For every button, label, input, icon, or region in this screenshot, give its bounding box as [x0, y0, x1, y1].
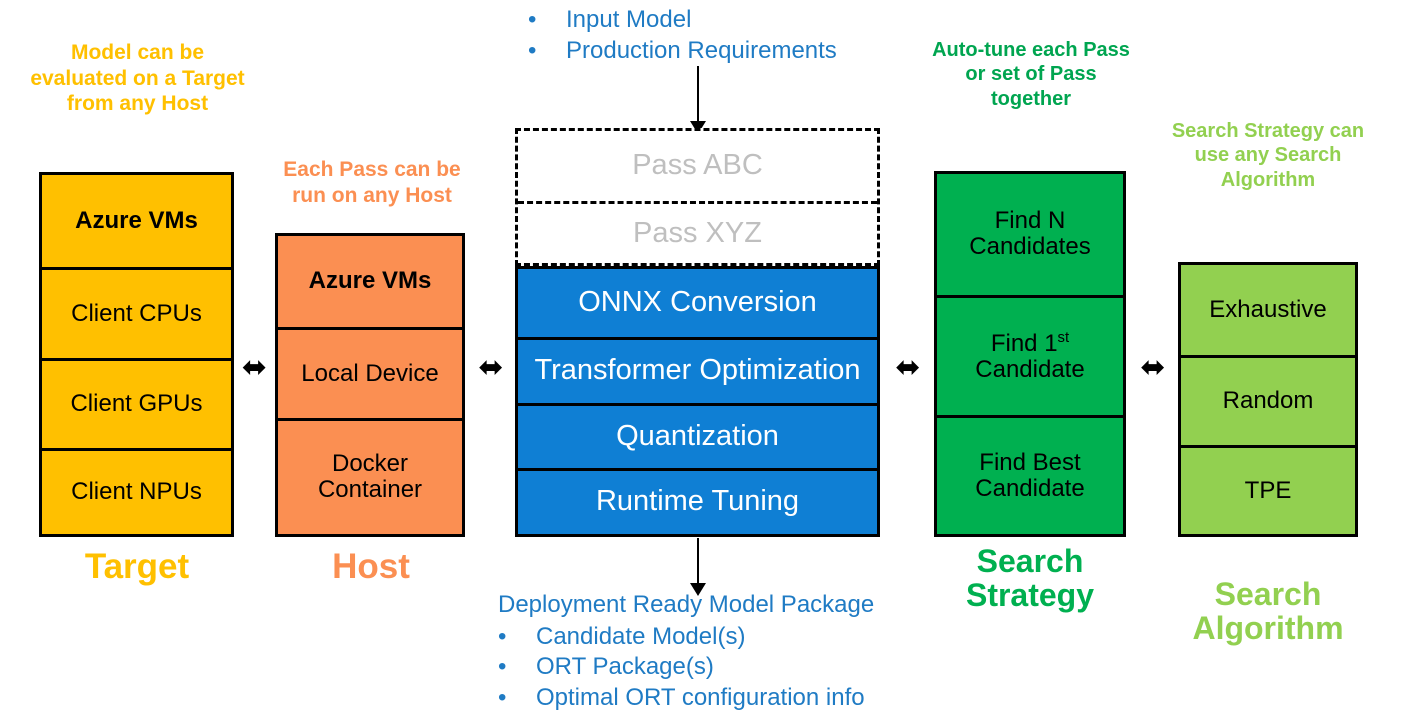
arrow-host-pipeline-icon: ⬌: [478, 351, 504, 384]
strategy-item-find-n-candidates[interactable]: Find N Candidates: [937, 174, 1123, 295]
list-item: • Input Model: [528, 5, 928, 36]
input-item-label: Input Model: [566, 6, 692, 33]
pipeline-column: ONNX Conversion Transformer Optimization…: [515, 266, 880, 537]
search-algorithm-column: Exhaustive Random TPE: [1178, 262, 1358, 537]
pass-item-abc[interactable]: Pass ABC: [632, 149, 763, 182]
strategy-item-find-first-candidate[interactable]: Find 1st Candidate: [937, 294, 1123, 416]
output-package-block: Deployment Ready Model Package • Candida…: [498, 590, 928, 714]
strategy-item-line2: Candidate: [975, 475, 1085, 503]
host-caption: Each Pass can be run on any Host: [283, 158, 461, 207]
strategy-item-line1: Find Best: [979, 448, 1081, 476]
bullet-icon: •: [498, 653, 507, 681]
strategy-item-line1: Find N: [994, 206, 1066, 234]
strategy-item-line2: Candidates: [969, 233, 1091, 261]
target-item-azure-vms[interactable]: Azure VMs: [75, 206, 198, 234]
pipeline-item-runtime-tuning[interactable]: Runtime Tuning: [518, 467, 877, 534]
target-item-client-npus[interactable]: Client NPUs: [42, 447, 231, 534]
output-item-label: Optimal ORT configuration info: [536, 684, 865, 712]
output-arrow-head-icon: [690, 583, 706, 596]
target-item-client-cpus[interactable]: Client CPUs: [42, 266, 231, 359]
host-item-docker-container[interactable]: Docker Container: [278, 417, 462, 534]
algorithm-item-random[interactable]: Random: [1181, 355, 1355, 445]
bullet-icon: •: [498, 622, 507, 650]
algorithm-item-exhaustive[interactable]: Exhaustive: [1209, 295, 1327, 323]
pass-item-xyz[interactable]: Pass XYZ: [518, 200, 877, 263]
arrow-pipeline-strategy-icon: ⬌: [895, 351, 921, 384]
arrow-target-host-icon: ⬌: [241, 351, 268, 384]
output-item-label: ORT Package(s): [536, 653, 714, 681]
search-strategy-label: Search Strategy: [965, 543, 1095, 613]
bullet-icon: •: [528, 36, 537, 64]
list-item: • Candidate Model(s): [498, 622, 928, 653]
pipeline-item-transformer-optimization[interactable]: Transformer Optimization: [518, 336, 877, 403]
strategy-item-line2: Candidate: [975, 355, 1085, 383]
input-requirements-list: • Input Model • Production Requirements: [528, 5, 928, 66]
arrow-strategy-algorithm-icon: ⬌: [1140, 351, 1166, 384]
strategy-caption: Auto-tune each Pass or set of Pass toget…: [932, 39, 1130, 110]
output-item-label: Candidate Model(s): [536, 622, 746, 650]
algorithm-item-tpe[interactable]: TPE: [1181, 445, 1355, 534]
strategy-item-line1: Find 1st: [990, 329, 1070, 357]
target-label: Target: [84, 547, 190, 586]
strategy-item-find-best-candidate[interactable]: Find Best Candidate: [937, 415, 1123, 534]
pipeline-item-quantization[interactable]: Quantization: [518, 402, 877, 468]
list-item: • Optimal ORT configuration info: [498, 683, 928, 714]
host-item-azure-vms[interactable]: Azure VMs: [308, 267, 432, 295]
output-heading: Deployment Ready Model Package: [498, 591, 875, 618]
target-caption: Model can be evaluated on a Target from …: [30, 41, 245, 116]
bullet-icon: •: [498, 684, 507, 712]
input-item-label: Production Requirements: [566, 36, 837, 64]
search-strategy-column: Find N Candidates Find 1st Candidate Fin…: [934, 171, 1126, 537]
bullet-icon: •: [528, 6, 537, 33]
host-column: Azure VMs Local Device Docker Container: [275, 233, 465, 537]
algorithm-caption: Search Strategy can use any Search Algor…: [1171, 120, 1365, 191]
input-arrow-line: [697, 66, 699, 123]
target-column: Azure VMs Client CPUs Client GPUs Client…: [39, 172, 234, 537]
pipeline-item-onnx-conversion[interactable]: ONNX Conversion: [578, 285, 817, 318]
host-item-local-device[interactable]: Local Device: [278, 326, 462, 418]
list-item: • Production Requirements: [528, 36, 928, 67]
target-item-client-gpus[interactable]: Client GPUs: [42, 358, 231, 448]
output-arrow-line: [697, 538, 699, 586]
search-algorithm-label: Search Algorithm: [1192, 576, 1344, 646]
list-item: • ORT Package(s): [498, 652, 928, 683]
pass-group: Pass ABC Pass XYZ: [515, 128, 880, 266]
host-label: Host: [332, 547, 410, 586]
